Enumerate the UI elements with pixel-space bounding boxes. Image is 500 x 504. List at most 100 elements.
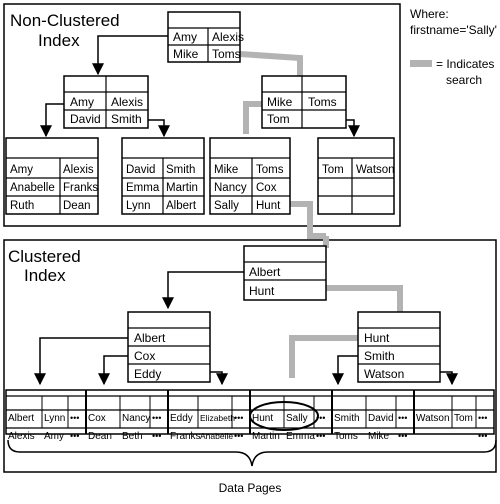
cl-left-r3: Eddy [134, 367, 161, 381]
cl-left-r2: Cox [134, 349, 155, 363]
data-pages-brace [7, 439, 497, 467]
nc-right-r1c1: Mike [267, 95, 293, 109]
nc-leaf3-r1c2: Toms [256, 164, 284, 176]
data-page-cell-r1c2: David [368, 413, 394, 424]
data-pages-label: Data Pages [219, 481, 282, 495]
clustered-title-line2: Index [24, 266, 66, 285]
nc-right-r1c2: Toms [308, 95, 337, 109]
data-page-ellipsis: ••• [152, 431, 161, 441]
data-page-cell-r2c2: Anabelle [200, 431, 233, 441]
legend-where-line1: Where: [410, 7, 449, 21]
nc-leaf-1: Amy Alexis Anabelle Franks Ruth Dean [5, 137, 99, 215]
nc-root-r2c2: Toms [212, 47, 241, 61]
nc-leaf2-r2c2: Martin [166, 182, 198, 194]
data-page-cell-r1c1: Eddy [170, 413, 193, 424]
nc-leaf3-r2c2: Cox [256, 182, 277, 194]
sally-highlight-ellipse [249, 401, 319, 431]
nonclustered-arrows [40, 35, 360, 138]
nc-leaf1-r3c1: Ruth [10, 200, 34, 212]
data-page: Watson Tom ••• ••• [416, 396, 487, 441]
nc-left-node: Amy Alexis David Smith [63, 75, 149, 129]
nc-leaf1-r1c1: Amy [10, 164, 33, 176]
cl-root-r2: Hunt [249, 284, 275, 298]
nc-left-r1c1: Amy [70, 95, 94, 109]
legend-search-swatch [410, 60, 432, 67]
data-page-cell-r1c2: Sally [286, 413, 308, 424]
data-page-cell-r1c2: Nancy [122, 413, 150, 424]
data-page-ellipsis: ••• [398, 413, 407, 423]
data-page-cell-r1c1: Albert [8, 413, 34, 424]
nc-left-r1c2: Alexis [111, 95, 143, 109]
data-page-cell-r1c1: Watson [416, 413, 450, 424]
nc-leaf3-r3c2: Hunt [256, 200, 281, 212]
data-page-cell-r2c2: Mike [368, 431, 390, 442]
cl-right-r2: Smith [364, 349, 395, 363]
nc-left-r2c1: David [70, 112, 101, 126]
data-page-cell-r2c2: Emma [286, 431, 315, 442]
legend-where-line2: firstname='Sally' [410, 23, 497, 37]
data-page-cell-r2c1: Alexis [8, 431, 35, 442]
data-page-cell-r1c1: Cox [88, 413, 106, 424]
data-page-cell-r1c2: Tom [454, 413, 473, 424]
data-page-ellipsis: ••• [70, 413, 79, 423]
cl-root-node: Albert Hunt [243, 245, 327, 301]
data-page-cell-r2c2: Beth [122, 431, 143, 442]
nc-leaf2-r1c2: Smith [166, 164, 195, 176]
nc-right-node: Mike Toms Tom [261, 75, 347, 129]
data-page-ellipsis: ••• [152, 413, 161, 423]
clustered-arrows [34, 271, 458, 386]
cl-right-r1: Hunt [364, 331, 390, 345]
clustered-title-line1: Clustered [8, 247, 81, 266]
data-page-cell-r2c1: Martin [252, 431, 280, 442]
nc-leaf3-r2c1: Nancy [214, 182, 247, 194]
nonclustered-search-path [239, 51, 326, 239]
data-page-cell-r1c2: Lynn [44, 413, 65, 424]
nc-leaf2-r3c2: Albert [166, 200, 197, 212]
cl-left-node: Albert Cox Eddy [127, 311, 211, 383]
data-page-cell-r1c2: Elizabeth [200, 413, 235, 423]
clustered-panel [3, 239, 497, 473]
nc-leaf1-r1c2: Alexis [63, 164, 94, 176]
nc-right-r2c1: Tom [267, 112, 290, 126]
nc-leaf-2: David Smith Emma Martin Lynn Albert [121, 137, 205, 215]
nonclustered-title-line1: Non-Clustered [10, 11, 120, 30]
legend-indicates-line1: = Indicates [436, 57, 494, 71]
data-page-cell-r1c1: Hunt [252, 413, 273, 424]
cl-root-r1: Albert [249, 265, 281, 279]
data-page-cell-r2c1: Toms [334, 431, 358, 442]
data-page-cell-r2c2: Amy [44, 431, 64, 442]
data-page-ellipsis: ••• [398, 431, 407, 441]
nc-root-r1c1: Amy [173, 30, 197, 44]
data-page-ellipsis: ••• [234, 413, 243, 423]
data-page-ellipsis: ••• [478, 413, 487, 423]
nc-leaf2-r2c1: Emma [126, 182, 160, 194]
nc-leaf4-r1c1: Tom [322, 164, 344, 176]
nc-leaf-4: Tom Watson [317, 137, 395, 215]
data-page-cell-r1c1: Smith [334, 413, 360, 424]
data-page-ellipsis: ••• [234, 431, 243, 441]
nc-root-node: Amy Alexis Mike Toms [167, 11, 244, 63]
legend-indicates-line2: search [446, 73, 482, 87]
data-page-ellipsis: ••• [478, 431, 487, 441]
nonclustered-title-line2: Index [38, 31, 80, 50]
nc-leaf2-r1c1: David [126, 164, 155, 176]
cl-right-r3: Watson [364, 367, 404, 381]
nc-root-r2c1: Mike [173, 47, 199, 61]
nc-leaf2-r3c1: Lynn [126, 200, 151, 212]
data-page-ellipsis: ••• [316, 431, 325, 441]
cl-left-r1: Albert [134, 331, 166, 345]
nc-leaf1-r2c1: Anabelle [10, 182, 55, 194]
data-page-ellipsis: ••• [70, 431, 79, 441]
nc-leaf1-r2c2: Franks [63, 182, 98, 194]
cl-right-node: Hunt Smith Watson [357, 311, 441, 383]
nc-left-r2c2: Smith [111, 112, 142, 126]
data-page-ellipsis: ••• [316, 413, 325, 423]
nc-leaf3-r3c1: Sally [214, 200, 239, 212]
data-page-cell-r2c1: Dean [88, 431, 112, 442]
nc-leaf3-r1c1: Mike [214, 164, 238, 176]
